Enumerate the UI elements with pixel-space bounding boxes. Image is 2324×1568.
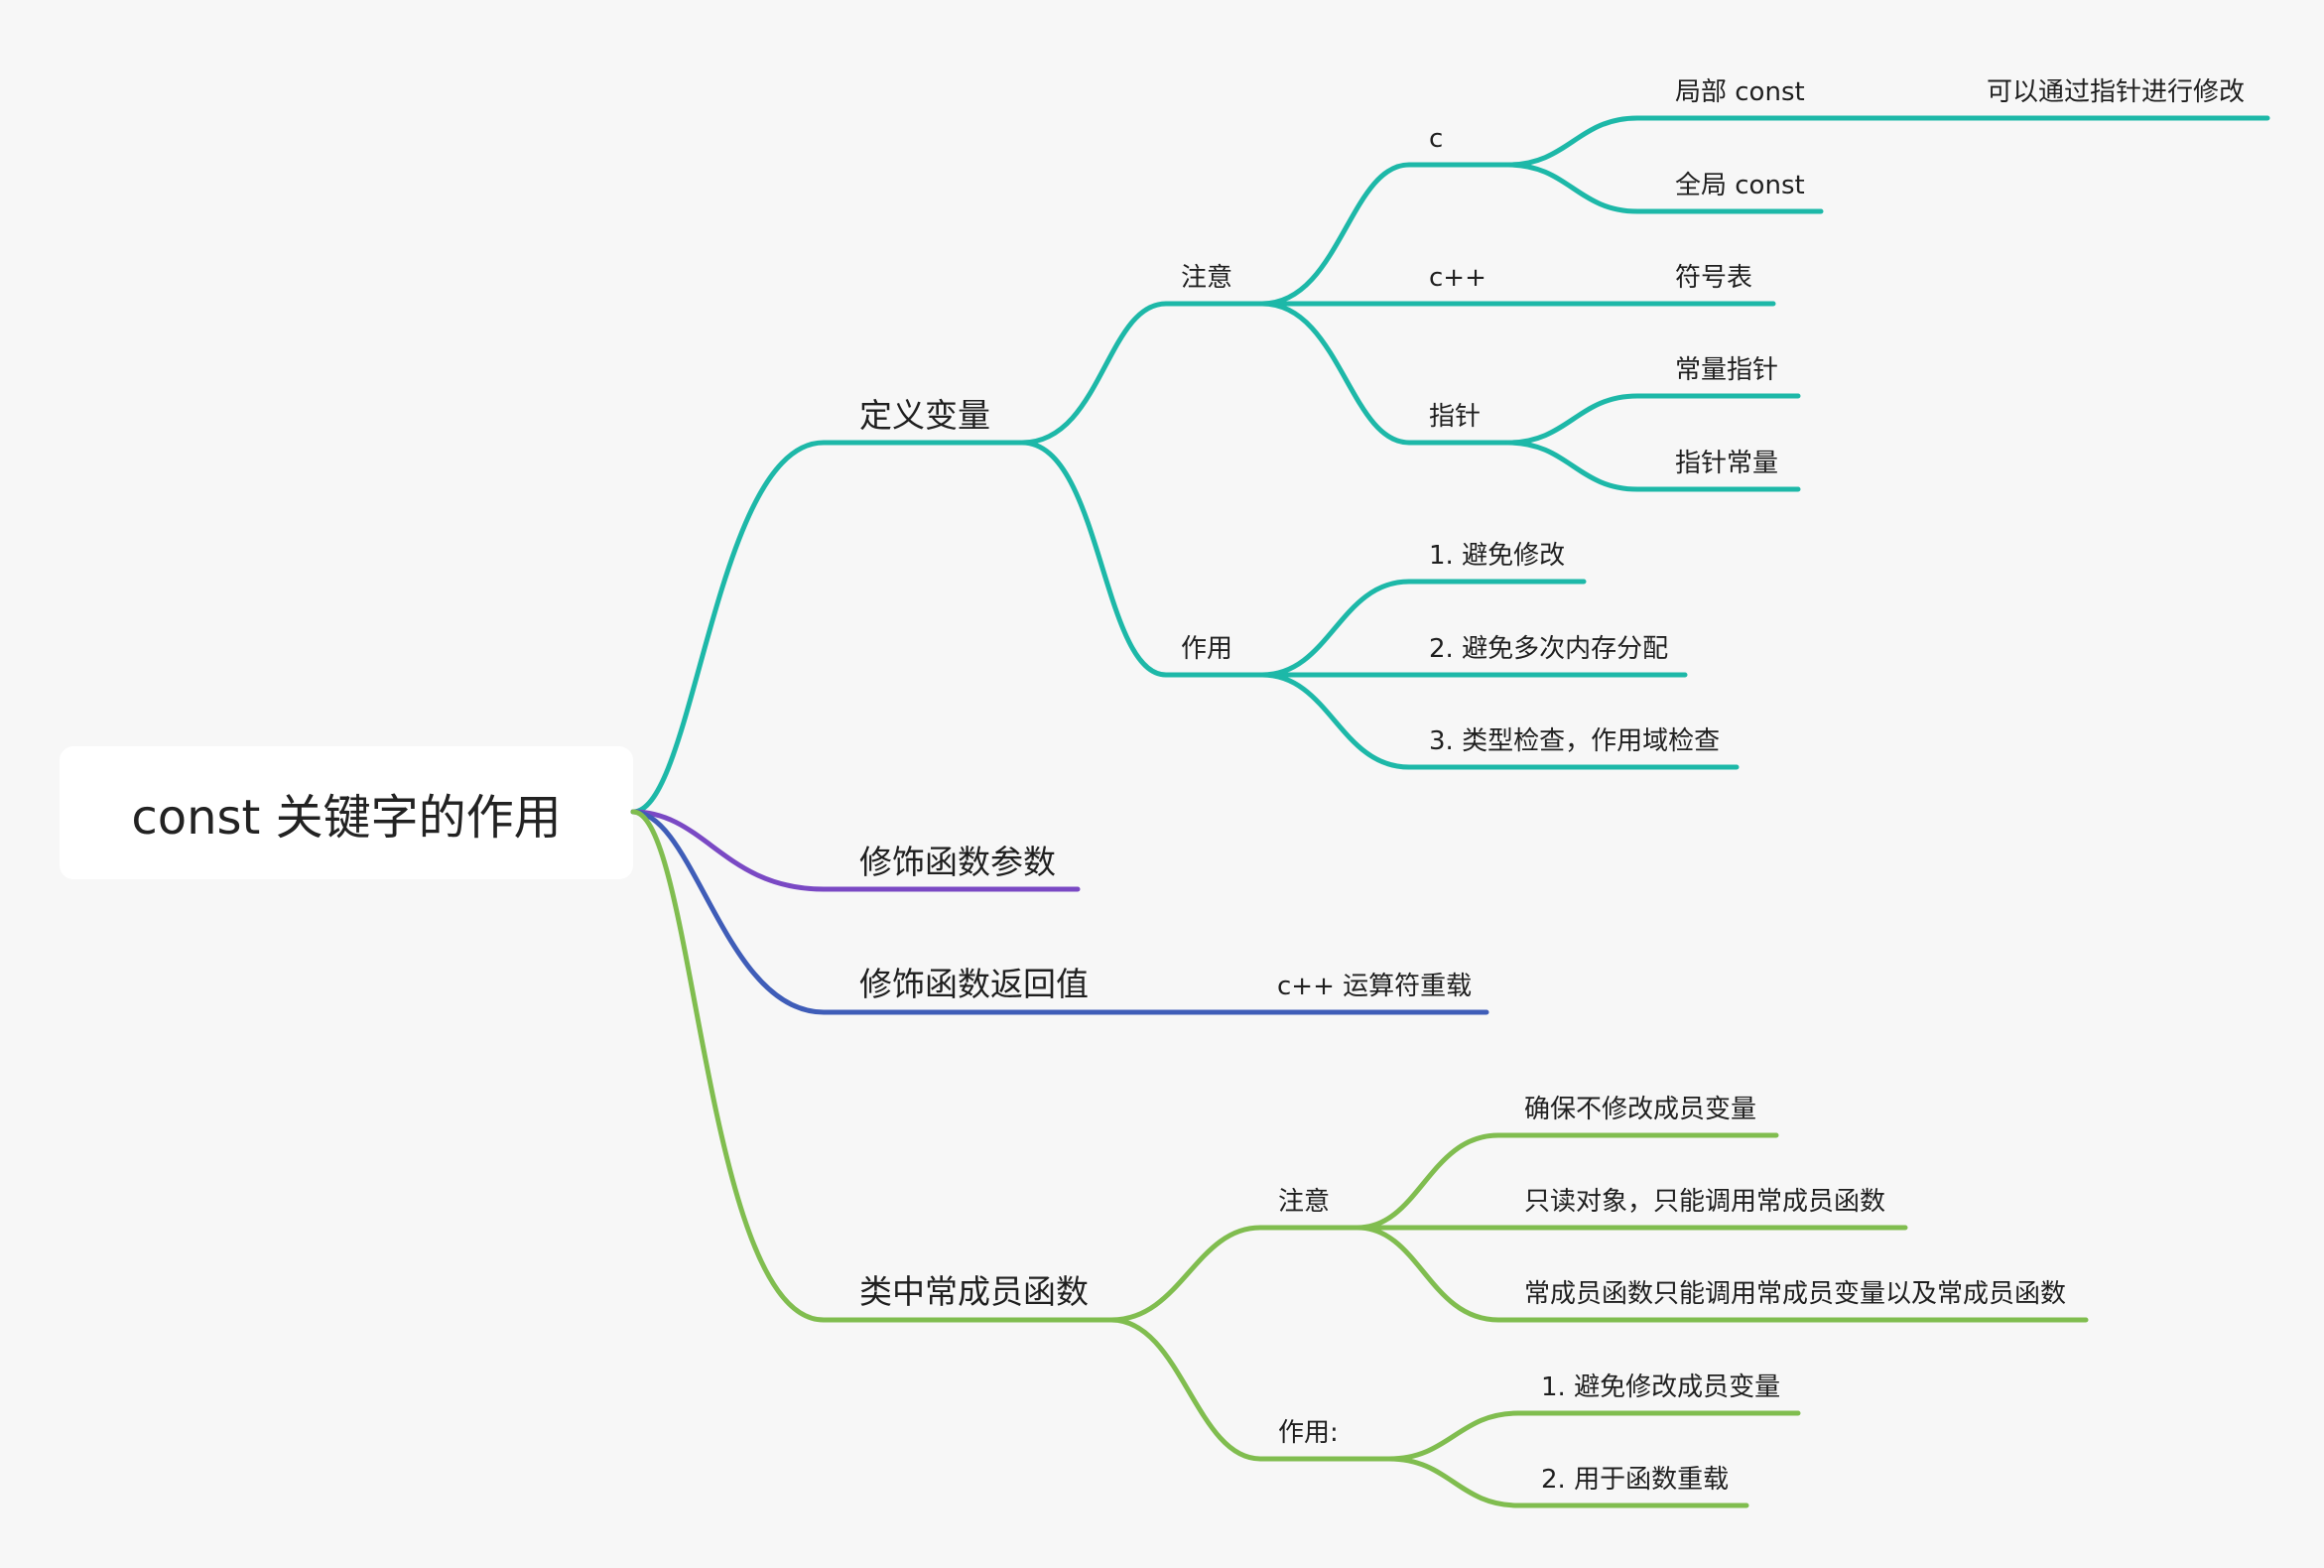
connector-define-var-note bbox=[1019, 301, 1265, 446]
root-node-label: const 关键字的作用 bbox=[131, 790, 562, 846]
connector-pointer-pointer-const bbox=[1505, 440, 1801, 492]
connector-const-member-effect bbox=[1108, 1317, 1392, 1462]
node-func-param[interactable]: 修饰函数参数 bbox=[859, 843, 1056, 881]
node-effect-2[interactable]: 2. 避免多次内存分配 bbox=[1429, 634, 1668, 664]
connector-member-effect-1 bbox=[1386, 1410, 1801, 1462]
node-member-note[interactable]: 注意 bbox=[1278, 1187, 1330, 1217]
connector-const-member-note bbox=[1108, 1225, 1360, 1323]
node-pointer-const[interactable]: 指针常量 bbox=[1675, 449, 1778, 478]
node-const-pointer[interactable]: 常量指针 bbox=[1675, 355, 1778, 385]
node-func-return[interactable]: 修饰函数返回值 bbox=[859, 965, 1089, 1003]
node-member-note-1[interactable]: 确保不修改成员变量 bbox=[1524, 1095, 1756, 1124]
connector-define-var-effect bbox=[1019, 440, 1265, 678]
connector-member-note-3 bbox=[1355, 1225, 2089, 1323]
node-local-const[interactable]: 局部 const bbox=[1675, 77, 1805, 107]
node-define-var[interactable]: 定义变量 bbox=[859, 396, 990, 435]
node-member-note-2[interactable]: 只读对象，只能调用常成员函数 bbox=[1524, 1187, 1885, 1217]
node-member-effect-2[interactable]: 2. 用于函数重载 bbox=[1541, 1465, 1729, 1495]
connector-root-func-param bbox=[630, 809, 1081, 892]
node-member-note-3[interactable]: 常成员函数只能调用常成员变量以及常成员函数 bbox=[1524, 1279, 2066, 1309]
node-member-effect[interactable]: 作用: bbox=[1278, 1418, 1339, 1448]
node-symbol-table[interactable]: 符号表 bbox=[1675, 263, 1752, 293]
node-operator-overload[interactable]: c++ 运算符重载 bbox=[1277, 972, 1472, 1001]
node-effect-3[interactable]: 3. 类型检查，作用域检查 bbox=[1429, 726, 1720, 756]
node-cpp[interactable]: c++ bbox=[1429, 263, 1486, 293]
connector-effect-3 bbox=[1259, 672, 1740, 770]
root-node[interactable]: const 关键字的作用 bbox=[60, 746, 633, 879]
node-define-var-note[interactable]: 注意 bbox=[1181, 263, 1232, 293]
node-c[interactable]: c bbox=[1429, 124, 1443, 154]
connector-pointer-const-pointer bbox=[1505, 393, 1801, 446]
node-pointer[interactable]: 指针 bbox=[1429, 402, 1481, 432]
connector-note-pointer bbox=[1259, 301, 1511, 446]
connector-root-const-member bbox=[630, 809, 1114, 1323]
node-const-member[interactable]: 类中常成员函数 bbox=[859, 1272, 1089, 1311]
connector-effect-1 bbox=[1259, 579, 1587, 678]
node-global-const[interactable]: 全局 const bbox=[1675, 171, 1805, 200]
connector-root-func-return bbox=[630, 809, 1489, 1015]
connector-note-c bbox=[1259, 162, 1511, 307]
connector-root-define-var bbox=[630, 440, 1025, 815]
node-member-effect-1[interactable]: 1. 避免修改成员变量 bbox=[1541, 1372, 1780, 1402]
node-effect-1[interactable]: 1. 避免修改 bbox=[1429, 541, 1565, 571]
node-local-const-detail[interactable]: 可以通过指针进行修改 bbox=[1987, 77, 2245, 107]
node-define-var-effect[interactable]: 作用 bbox=[1181, 634, 1232, 664]
connector-member-effect-2 bbox=[1386, 1456, 1749, 1508]
connector-member-note-1 bbox=[1355, 1132, 1779, 1231]
connector-c-global bbox=[1505, 162, 1824, 214]
connector-c-local bbox=[1505, 115, 2270, 168]
